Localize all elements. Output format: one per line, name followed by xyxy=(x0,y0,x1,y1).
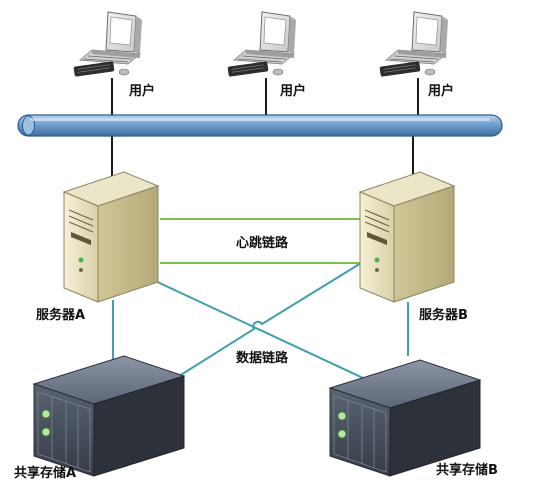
server-b-label: 服务器B xyxy=(419,308,468,323)
data-link-label: 数据链路 xyxy=(232,347,292,366)
server-drop-lines xyxy=(111,134,414,190)
storage-a-icon xyxy=(32,355,186,477)
heartbeat-link-label: 心跳链路 xyxy=(232,232,292,251)
user-1-computer-icon xyxy=(73,11,142,77)
server-b-icon xyxy=(358,171,456,303)
user-2-computer-icon xyxy=(227,11,296,77)
data-line-a-to-storage-b xyxy=(150,278,379,386)
storage-b-icon xyxy=(328,359,482,477)
user-2-label: 用户 xyxy=(280,84,307,99)
storage-b-label: 共享存储B xyxy=(436,463,498,478)
user-3-computer-icon xyxy=(379,11,448,77)
heartbeat-lines xyxy=(160,218,362,264)
network-bus xyxy=(17,114,503,137)
user-1-label: 用户 xyxy=(129,84,156,99)
data-lines xyxy=(112,259,409,389)
user-drop-lines xyxy=(111,78,419,116)
storage-a-label: 共享存储A xyxy=(14,466,77,481)
user-3-label: 用户 xyxy=(428,84,455,99)
server-a-label: 服务器A xyxy=(36,308,86,323)
server-a-icon xyxy=(62,171,160,303)
data-line-b-to-storage-a xyxy=(159,259,367,389)
